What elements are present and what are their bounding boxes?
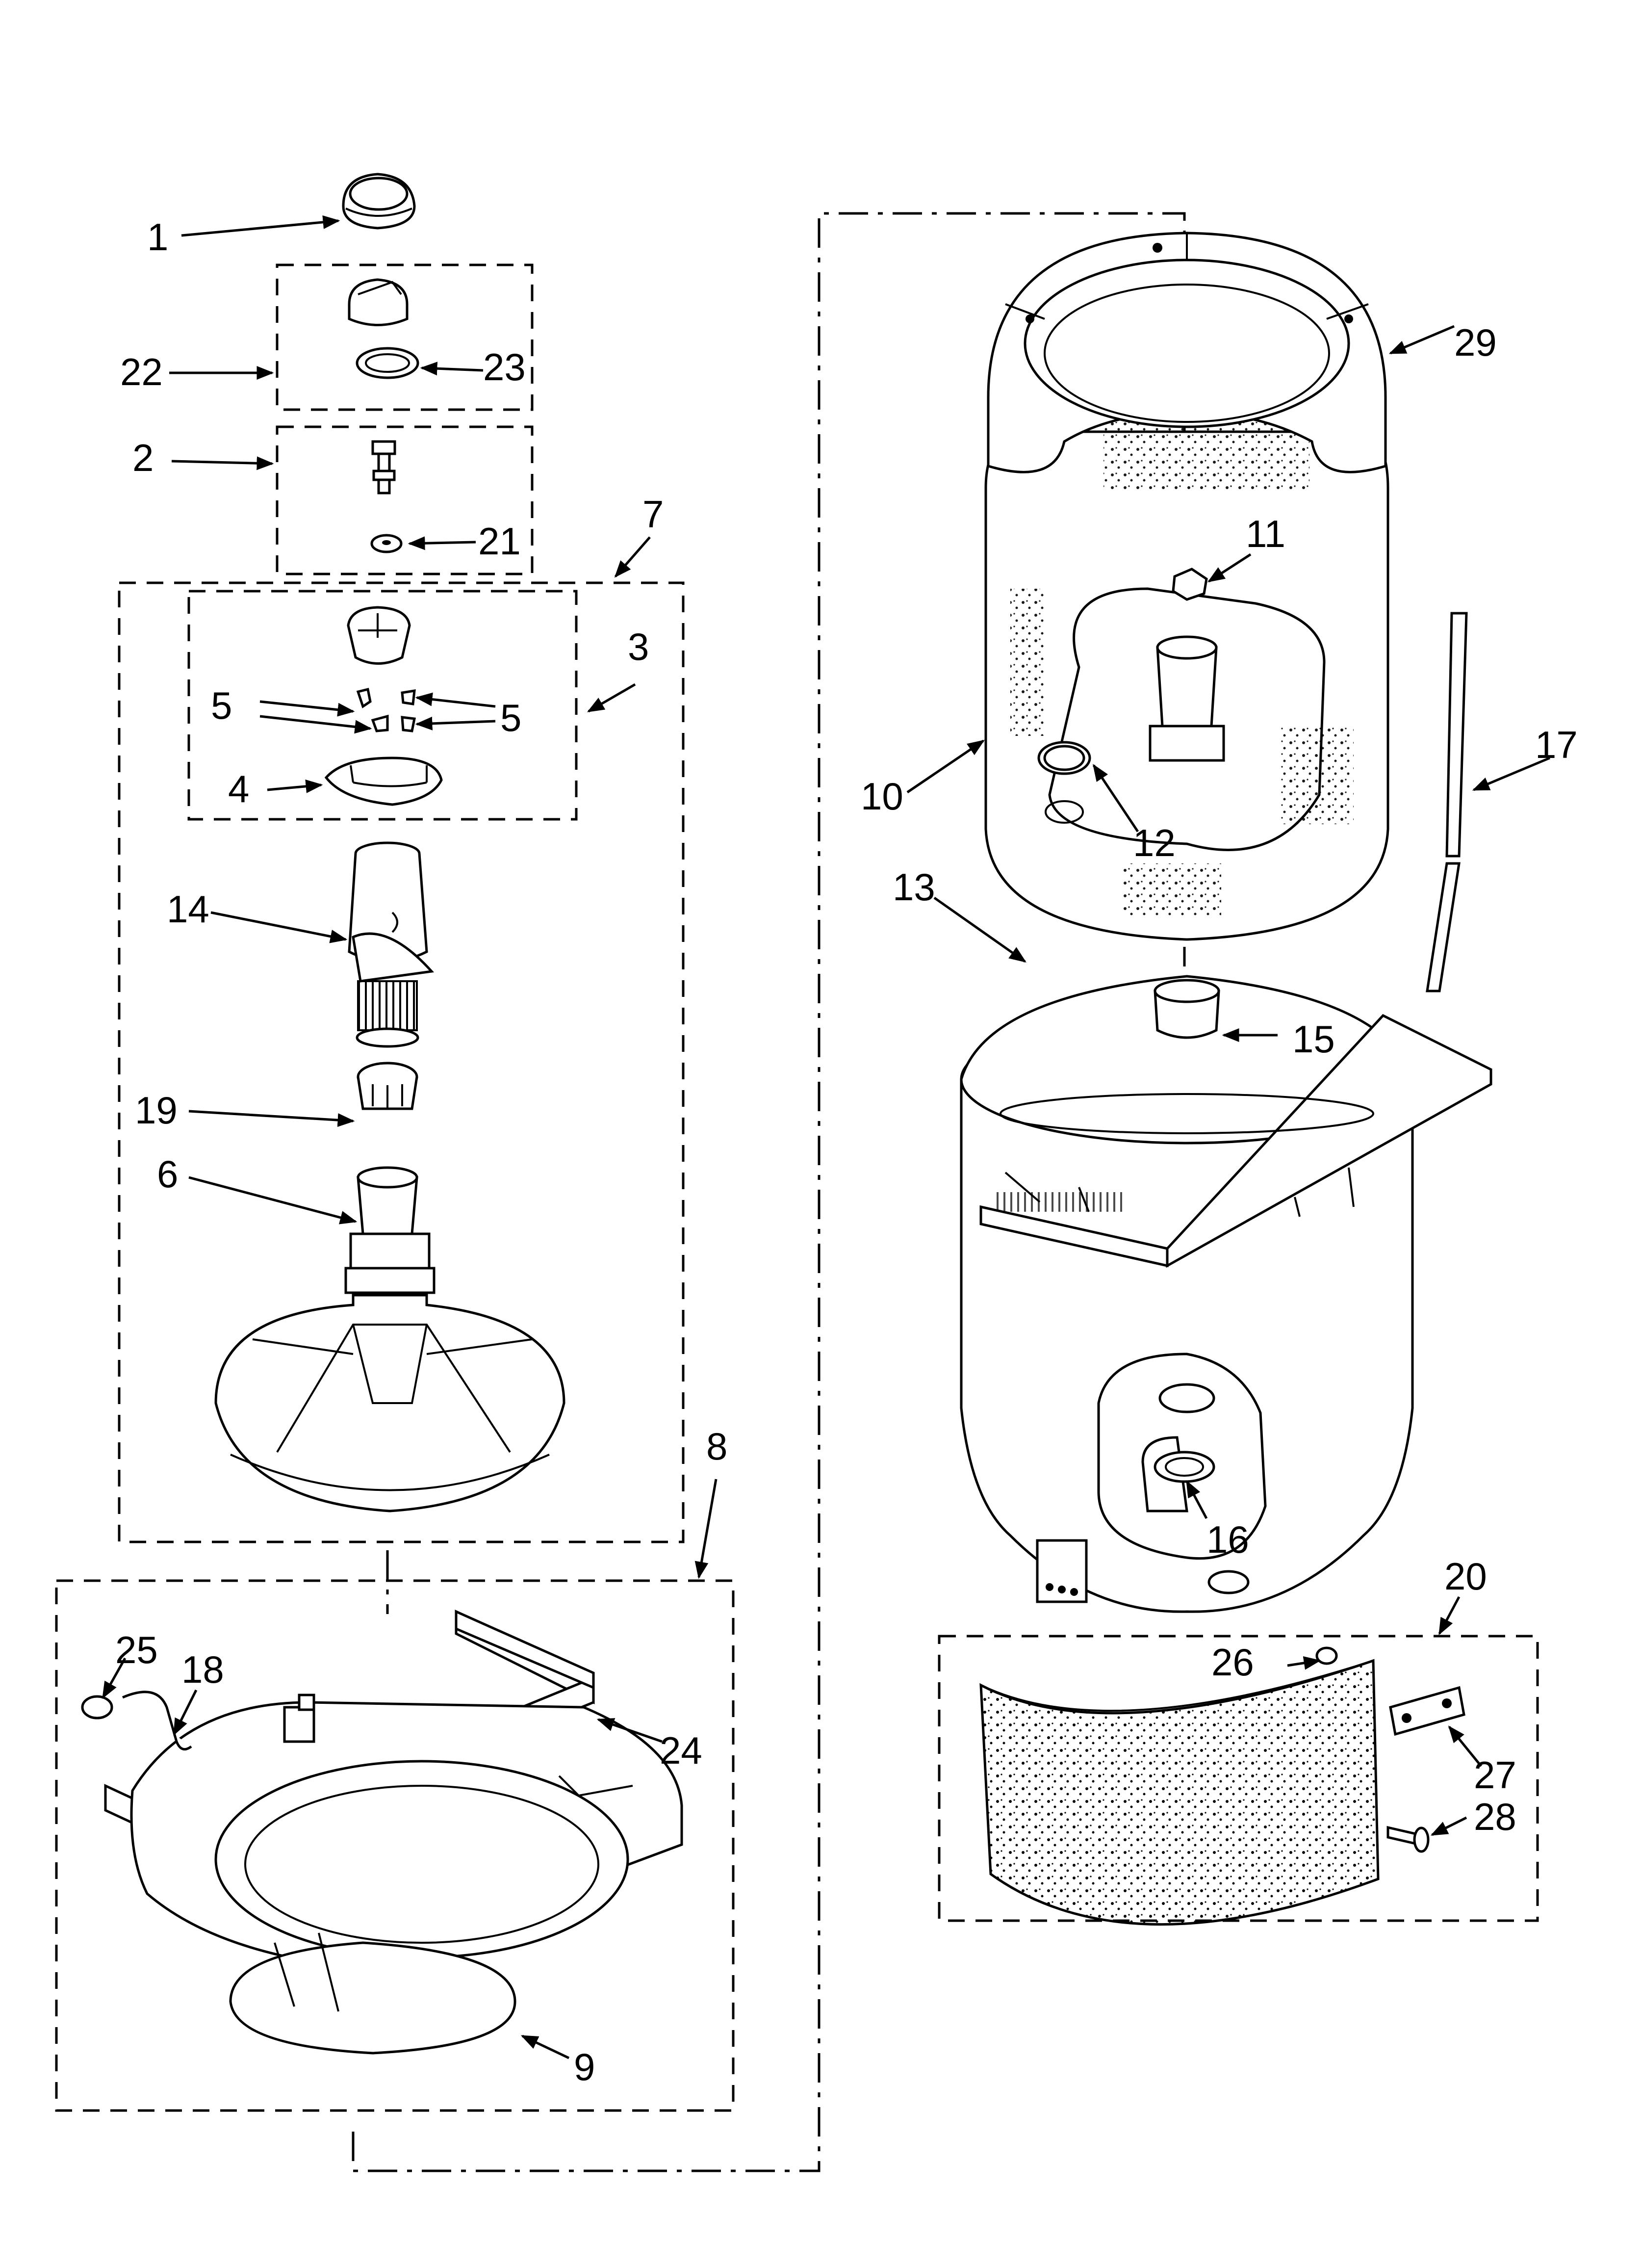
wash-basket [984,422,1389,941]
callout-5-left: 5 [211,684,232,727]
air-tube-lower [1426,862,1461,992]
spin-nut [1172,568,1208,601]
balance-ring [987,232,1387,473]
group-box-3 [187,590,578,821]
outer-tub [960,975,1492,1613]
cam-base [324,756,443,806]
callout-8: 8 [706,1425,727,1468]
group-box-20 [938,1635,1539,1922]
ratchet [357,1062,418,1110]
basket-grommet [1043,745,1085,771]
callout-20: 20 [1444,1555,1487,1598]
group-box-8 [55,1579,735,2112]
callout-3: 3 [628,625,649,668]
callout-27: 27 [1474,1753,1516,1797]
callout-19: 19 [135,1089,178,1132]
seal-ring [356,347,419,379]
callout-18: 18 [181,1648,224,1691]
air-tube [1445,612,1468,858]
callout-2: 2 [132,436,154,479]
callout-15: 15 [1292,1017,1335,1061]
drive-bell [1154,979,1220,1039]
callout-6: 6 [157,1152,178,1196]
callout-17: 17 [1535,723,1578,766]
callout-29: 29 [1454,321,1497,364]
callout-14: 14 [167,887,209,931]
callout-11: 11 [1246,512,1285,555]
tub-bearing [1154,1451,1215,1483]
agitator-dogs [356,687,416,732]
callout-24: 24 [660,1729,702,1772]
callout-9: 9 [574,2045,595,2088]
agitator-bolt [371,440,396,495]
panel-fastener-26 [1315,1646,1338,1665]
cam-cap-assembly [348,278,409,326]
panel-screw-28 [1386,1825,1430,1853]
callout-28: 28 [1474,1795,1516,1838]
callout-25: 25 [115,1628,158,1671]
agitator-base [214,1166,565,1512]
agitator-barrel [348,841,435,1048]
panel-clip-27 [1389,1686,1465,1736]
callout-4: 4 [228,767,249,810]
callout-arrows [102,215,1550,2059]
acoustic-panel [979,1659,1380,1926]
callout-23: 23 [483,345,526,389]
callout-7: 7 [642,493,664,536]
cam-dog-top [347,606,411,665]
drain-hose [122,1691,192,1751]
agitator-cap [342,173,416,230]
callout-22: 22 [120,350,163,393]
snubber-bracket [455,1610,595,1690]
group-box-7 [118,581,685,1543]
callout-12: 12 [1133,821,1176,864]
callout-1: 1 [147,215,168,259]
callout-13: 13 [893,865,935,909]
callout-16: 16 [1206,1518,1249,1561]
callout-5-right: 5 [500,696,521,739]
callout-10: 10 [861,775,903,818]
callout-21: 21 [478,520,521,563]
group-box-22 [276,263,534,411]
callout-26: 26 [1211,1641,1254,1684]
hose-clamp [81,1695,113,1720]
group-box-2 [276,425,534,575]
